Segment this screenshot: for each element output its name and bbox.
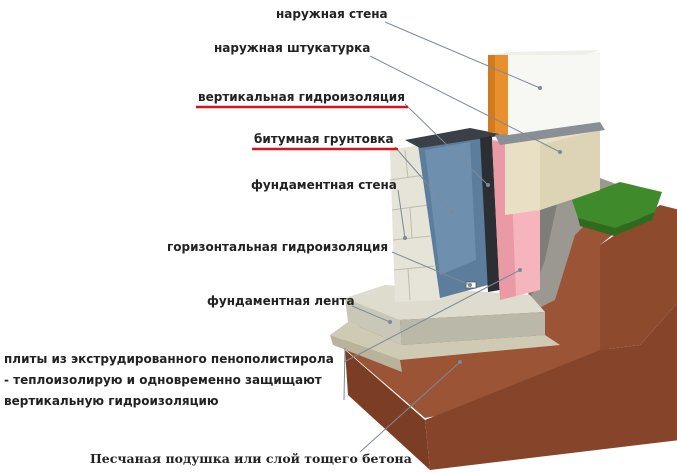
leader-bitumen-primer [394, 146, 453, 213]
soil-right-face [425, 303, 677, 470]
leader-outer-wall [384, 21, 541, 89]
leader-foundation-wall [397, 189, 406, 239]
leader-foundation-strip [351, 305, 391, 323]
foundation-wall-blocks [389, 149, 435, 301]
foundation-wall-front [390, 145, 440, 302]
label-foundation-wall: фундаментная стена [251, 178, 397, 192]
top-waterproofing-strip [405, 128, 505, 148]
dark-membrane [480, 136, 500, 292]
waterproofing-highlight [425, 142, 476, 275]
leader-horizontal-waterproofing [391, 251, 471, 286]
sand-cushion-top [330, 322, 560, 360]
label-outer-plaster: наружная штукатурка [214, 41, 370, 55]
label-outer-wall: наружная стена [276, 7, 388, 21]
outer-wall-top [488, 50, 600, 55]
labels: наружная стена наружная штукатурка верти… [4, 7, 412, 466]
label-sand-cushion: Песчаная подушка или слой тощего бетона [90, 451, 412, 466]
label-bitumen-primer: битумная грунтовка [254, 132, 394, 146]
grass-turf-dark [578, 212, 655, 236]
grass-turf [572, 182, 662, 228]
leader-vertical-waterproofing [404, 103, 489, 186]
leader-lines [343, 21, 562, 453]
outer-wall-face [508, 52, 600, 135]
soil-side [600, 205, 677, 350]
sand-cushion-front [330, 335, 402, 372]
label-horizontal-waterproofing: горизонтальная гидроизоляция [167, 240, 388, 254]
label-vertical-waterproofing: вертикальная гидроизоляция [198, 90, 405, 104]
foundation-illustration [330, 50, 677, 470]
leader-sand-cushion [359, 361, 461, 453]
label-eps-boards-line3: вертикальную гидроизоляцию [4, 394, 219, 408]
footing-front [345, 298, 402, 345]
plaster-sill [495, 122, 605, 145]
leader-outer-plaster [369, 55, 561, 153]
leader-eps-boards [343, 269, 521, 363]
wooden-wall-edge-dark [488, 55, 495, 132]
label-foundation-strip: фундаментная лента [207, 294, 355, 308]
footing-side [400, 312, 545, 345]
label-eps-boards-line2: - теплоизолирую и одновременно защищают [4, 373, 322, 387]
soil-front [345, 350, 430, 470]
label-eps-boards-line1: плиты из экструдированного пенополистиро… [4, 352, 334, 366]
leader-eps-boards-2 [343, 347, 346, 401]
